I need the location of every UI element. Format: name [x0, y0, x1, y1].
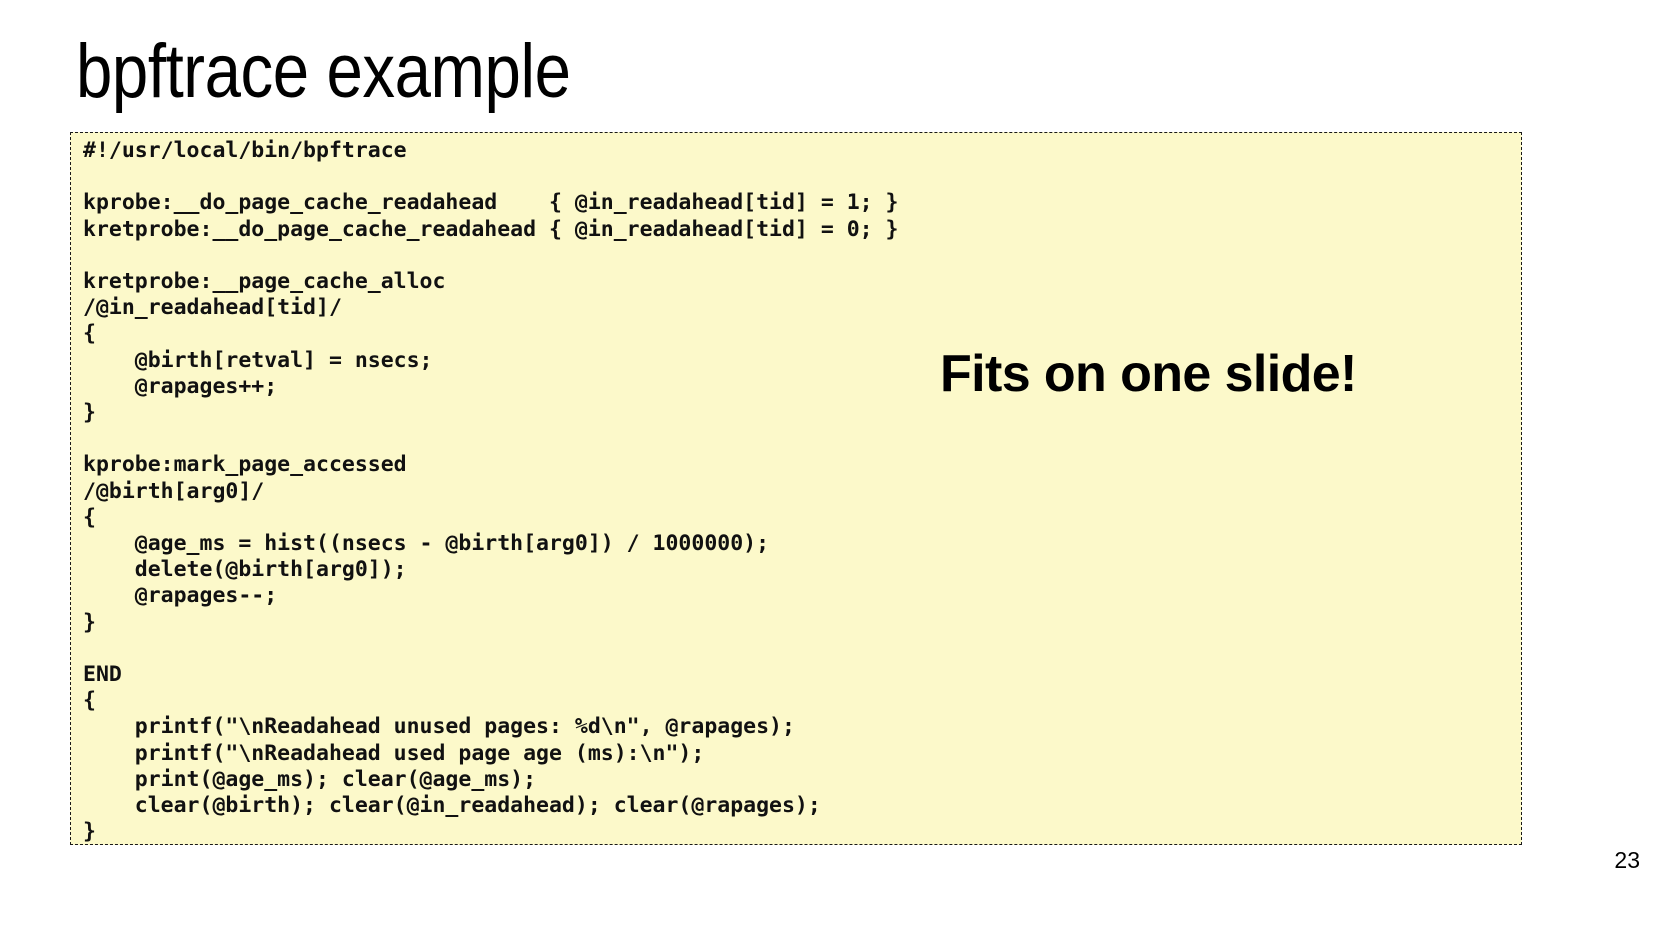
code-listing: #!/usr/local/bin/bpftrace kprobe:__do_pa… [83, 138, 899, 845]
callout-text: Fits on one slide! [940, 345, 1357, 403]
page-number: 23 [1614, 847, 1640, 873]
code-block: #!/usr/local/bin/bpftrace kprobe:__do_pa… [70, 132, 1522, 845]
page-title: bpftrace example [76, 29, 571, 114]
